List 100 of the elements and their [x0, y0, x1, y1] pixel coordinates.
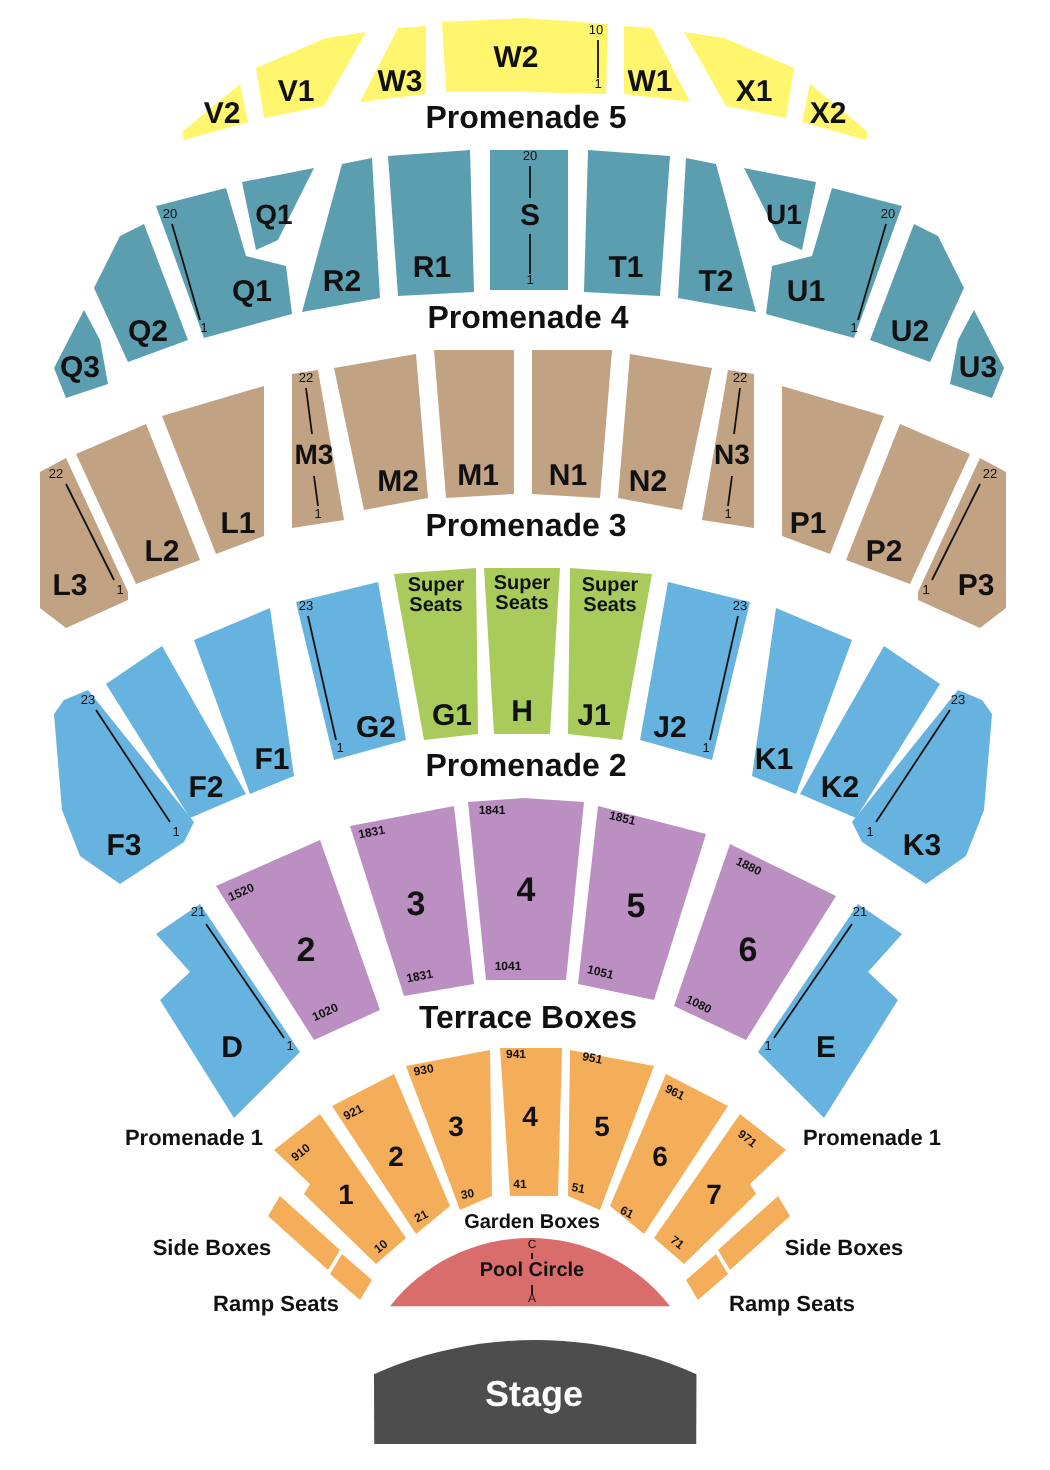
section-label: U2	[890, 317, 930, 347]
section-label: R2	[322, 267, 362, 297]
seating-section	[292, 370, 344, 528]
section-label: L3	[52, 571, 88, 601]
seating-section	[490, 150, 568, 290]
section-label: U1	[766, 200, 802, 228]
section-label: J1	[577, 701, 611, 731]
seating-section	[702, 370, 754, 528]
seating-section	[578, 806, 706, 1000]
section-label: W2	[493, 43, 539, 73]
section-note: Super Seats	[405, 577, 467, 615]
section-label: 1	[338, 1180, 354, 1208]
section-label: G2	[356, 713, 396, 743]
section-label: M1	[457, 461, 499, 491]
seating-section	[54, 310, 108, 398]
section-label: N1	[548, 461, 588, 491]
seating-section	[484, 568, 560, 734]
seating-section	[256, 32, 366, 118]
seating-section	[654, 1114, 786, 1264]
section-label: L1	[220, 509, 256, 539]
section-label: 6	[652, 1142, 668, 1170]
section-label: K2	[820, 773, 860, 803]
section-label: Q1	[232, 277, 272, 307]
seating-section	[640, 582, 750, 760]
seating-section	[758, 904, 902, 1118]
seating-section	[406, 1050, 492, 1210]
section-label: P1	[789, 509, 827, 539]
seating-section	[686, 1254, 728, 1300]
aisle-label: Promenade 2	[425, 752, 627, 784]
seating-section	[40, 458, 128, 628]
section-label: T2	[698, 267, 734, 297]
section-label: K1	[754, 745, 794, 775]
section-label: Q2	[128, 317, 168, 347]
stage	[373, 1340, 697, 1444]
section-label: 3	[406, 887, 426, 921]
section-label: X1	[735, 77, 773, 107]
section-label: Pool Circle	[479, 1262, 585, 1282]
section-label: X2	[809, 99, 847, 129]
section-label: 4	[522, 1102, 538, 1130]
section-label: N2	[628, 467, 668, 497]
section-label: U1	[786, 277, 826, 307]
seating-section	[584, 150, 670, 296]
seating-section	[674, 844, 836, 1040]
section-caption: Side Boxes	[784, 1239, 904, 1261]
aisle-label: Promenade 3	[425, 512, 627, 544]
seating-section	[332, 1074, 450, 1234]
seating-section	[802, 84, 868, 140]
stage-label: Stage	[484, 1376, 583, 1412]
seating-section	[156, 904, 300, 1118]
section-label: 2	[388, 1142, 404, 1170]
section-label: T1	[608, 253, 644, 283]
section-label: F3	[106, 831, 142, 861]
section-label: R1	[412, 253, 452, 283]
seating-section	[684, 32, 794, 118]
section-label: M2	[377, 467, 419, 497]
section-label: Q1	[255, 200, 293, 228]
seating-section	[242, 168, 314, 250]
section-label: S	[520, 201, 540, 231]
section-label: 3	[448, 1112, 464, 1140]
section-label: W1	[627, 67, 673, 97]
seating-section	[296, 582, 406, 760]
section-label: U3	[958, 353, 998, 383]
seating-section	[268, 1196, 340, 1270]
seating-section	[568, 568, 652, 740]
seating-section	[950, 310, 1004, 398]
area-label: Terrace Boxes	[418, 1004, 638, 1036]
section-label: P2	[865, 537, 903, 567]
seating-section	[500, 1048, 562, 1196]
section-label: F2	[188, 773, 224, 803]
section-label: M3	[294, 440, 334, 468]
aisle-label: Promenade 1	[802, 1129, 942, 1151]
seating-section	[334, 354, 428, 510]
section-label: E	[816, 1033, 836, 1063]
seating-section	[54, 690, 194, 884]
seating-section	[610, 1074, 728, 1234]
seating-section	[618, 354, 712, 510]
seating-section	[468, 798, 584, 980]
seating-section	[194, 608, 294, 794]
section-label: D	[221, 1033, 243, 1063]
section-label: 2	[296, 933, 316, 967]
section-label: V2	[203, 99, 241, 129]
section-note: Super Seats	[491, 575, 553, 613]
seating-section	[394, 568, 478, 740]
section-label: J2	[653, 713, 687, 743]
seating-section	[624, 26, 690, 102]
section-label: K3	[902, 831, 942, 861]
seating-section	[106, 646, 246, 818]
section-label: G1	[432, 701, 472, 731]
seating-section	[744, 168, 816, 250]
section-label: L2	[144, 537, 180, 567]
section-label: N3	[714, 440, 750, 468]
section-caption: Side Boxes	[152, 1239, 272, 1261]
seating-section	[216, 840, 380, 1040]
section-label: 4	[516, 873, 536, 907]
section-caption: Ramp Seats	[213, 1295, 339, 1317]
area-label: Garden Boxes	[464, 1214, 600, 1234]
seating-section	[442, 18, 608, 94]
section-label: Q3	[60, 353, 100, 383]
seating-section	[568, 1050, 654, 1210]
seating-section	[800, 646, 940, 818]
